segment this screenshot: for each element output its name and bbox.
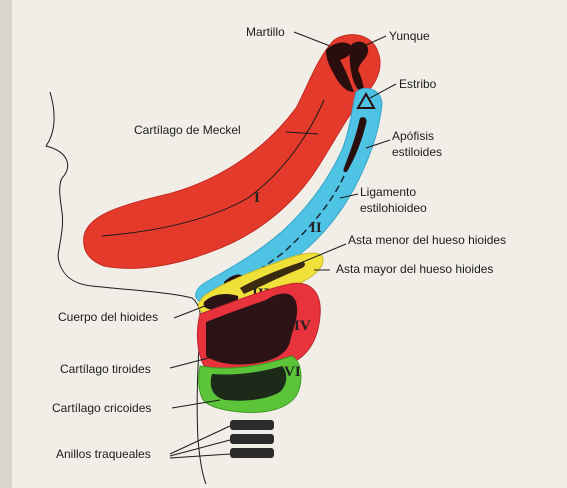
tracheal-ring (230, 420, 274, 430)
label-yunque: Yunque (389, 29, 430, 43)
page-shadow (0, 0, 12, 488)
label-ligamento-line1: Ligamento (360, 185, 416, 199)
label-asta-mayor: Asta mayor del hueso hioides (336, 262, 493, 276)
tracheal-ring (230, 448, 274, 458)
numeral-fourth-arch: IV (294, 318, 311, 334)
label-ligamento-line2: estilohioideo (360, 201, 427, 215)
label-cartilago-tiroides: Cartílago tiroides (60, 362, 151, 376)
tracheal-ring (230, 434, 274, 444)
label-estribo: Estribo (399, 77, 437, 91)
label-anillos-traqueales: Anillos traqueales (56, 447, 151, 461)
label-cuerpo-hioides: Cuerpo del hioides (58, 310, 158, 324)
label-apofisis-line1: Apófisis (392, 129, 434, 143)
numeral-second-arch: II (310, 220, 322, 236)
label-asta-menor: Asta menor del hueso hioides (348, 233, 506, 247)
label-martillo: Martillo (246, 25, 285, 39)
label-cartilago-meckel: Cartílago de Meckel (134, 123, 241, 137)
label-cartilago-cricoides: Cartílago cricoides (52, 401, 151, 415)
numeral-sixth-arch: VI (284, 364, 301, 380)
numeral-first-arch: I (254, 190, 260, 206)
label-apofisis-line2: estiloides (392, 145, 442, 159)
